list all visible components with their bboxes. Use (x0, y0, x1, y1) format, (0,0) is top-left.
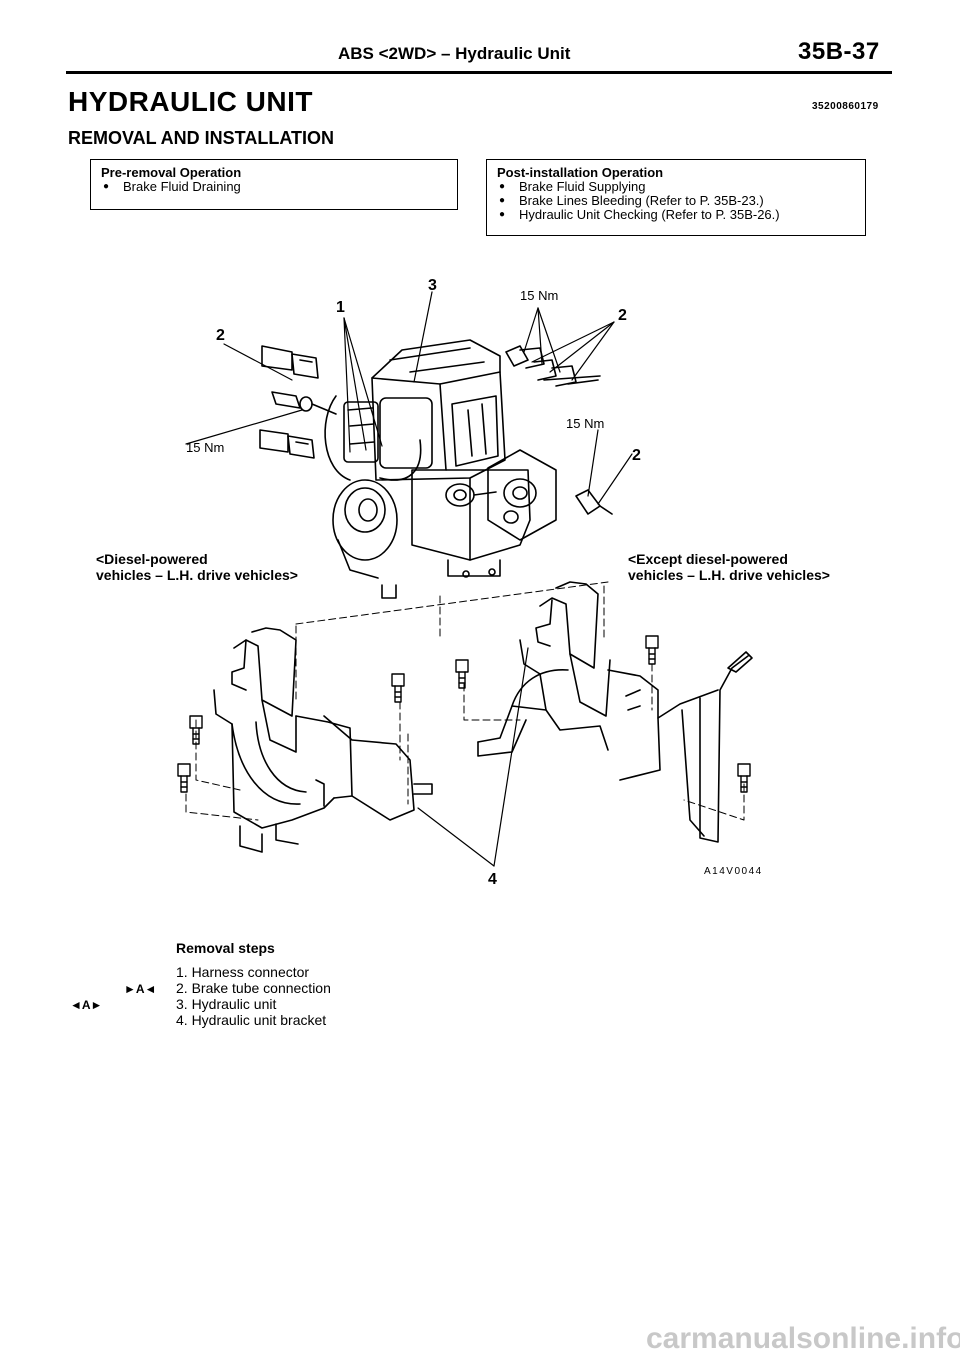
post-installation-item: Brake Lines Bleeding (Refer to P. 35B-23… (497, 194, 855, 209)
figure-code: A14V0044 (704, 866, 763, 877)
removal-step: 1. Harness connector (176, 964, 310, 980)
callout-label: 2 (618, 307, 627, 324)
callout-label: 1 (336, 299, 345, 316)
pre-removal-item: Brake Fluid Draining (101, 180, 447, 195)
callout-label: 2 (632, 447, 641, 464)
bolt-icon (391, 673, 405, 703)
bolt-icon (737, 763, 751, 793)
post-installation-item: Hydraulic Unit Checking (Refer to P. 35B… (497, 208, 855, 223)
hydraulic-unit-drawing (324, 339, 557, 599)
right-caption: <Except diesel-powered vehicles – L.H. d… (628, 551, 830, 583)
removal-step: 4. Hydraulic unit bracket (176, 1012, 327, 1028)
pre-removal-heading: Pre-removal Operation (101, 165, 242, 180)
service-point-mark: ►A◄ (124, 982, 157, 996)
page-number: 35B-37 (798, 38, 880, 65)
removal-step: 2. Brake tube connection (176, 980, 331, 996)
left-caption-line: <Diesel-powered (96, 551, 208, 567)
watermark: carmanualsonline.info (646, 1322, 960, 1355)
torque-label: 15 Nm (186, 440, 224, 455)
bolt-icon (455, 659, 469, 689)
post-installation-heading: Post-installation Operation (497, 165, 664, 180)
left-bracket-drawing (213, 627, 433, 853)
post-installation-box: Post-installation Operation Brake Fluid … (486, 159, 866, 236)
left-caption-line: vehicles – L.H. drive vehicles> (96, 567, 298, 583)
bolt-icon (189, 715, 203, 745)
removal-steps-heading: Removal steps (176, 940, 275, 956)
torque-label: 15 Nm (520, 288, 558, 303)
right-caption-line: <Except diesel-powered (628, 551, 788, 567)
page-title: HYDRAULIC UNIT (68, 86, 313, 117)
removal-step: 3. Hydraulic unit (176, 996, 277, 1012)
leader-lines (185, 291, 633, 867)
right-bracket-drawing (477, 581, 753, 843)
brake-tube-nuts-drawing (505, 345, 613, 515)
callout-label: 2 (216, 327, 225, 344)
bolt-icon (645, 635, 659, 665)
bolts-drawing (177, 635, 751, 793)
removal-steps: Removal steps 1. Harness connector 2. Br… (176, 940, 331, 1028)
service-point-mark: ◄A► (70, 998, 103, 1012)
section-subtitle: REMOVAL AND INSTALLATION (68, 128, 334, 148)
callout-label: 4 (488, 871, 497, 888)
callout-label: 3 (428, 277, 437, 294)
document-code: 35200860179 (812, 101, 879, 112)
header-rule (66, 71, 892, 74)
right-caption-line: vehicles – L.H. drive vehicles> (628, 567, 830, 583)
pre-removal-box: Pre-removal Operation Brake Fluid Draini… (90, 159, 458, 210)
left-caption: <Diesel-powered vehicles – L.H. drive ve… (96, 551, 298, 583)
section-title: ABS <2WD> – Hydraulic Unit (338, 44, 571, 63)
torque-label: 15 Nm (566, 416, 604, 431)
bolt-icon (177, 763, 191, 793)
alignment-lines (185, 581, 745, 821)
post-installation-item: Brake Fluid Supplying (497, 180, 855, 195)
harness-connectors-drawing (259, 345, 337, 459)
